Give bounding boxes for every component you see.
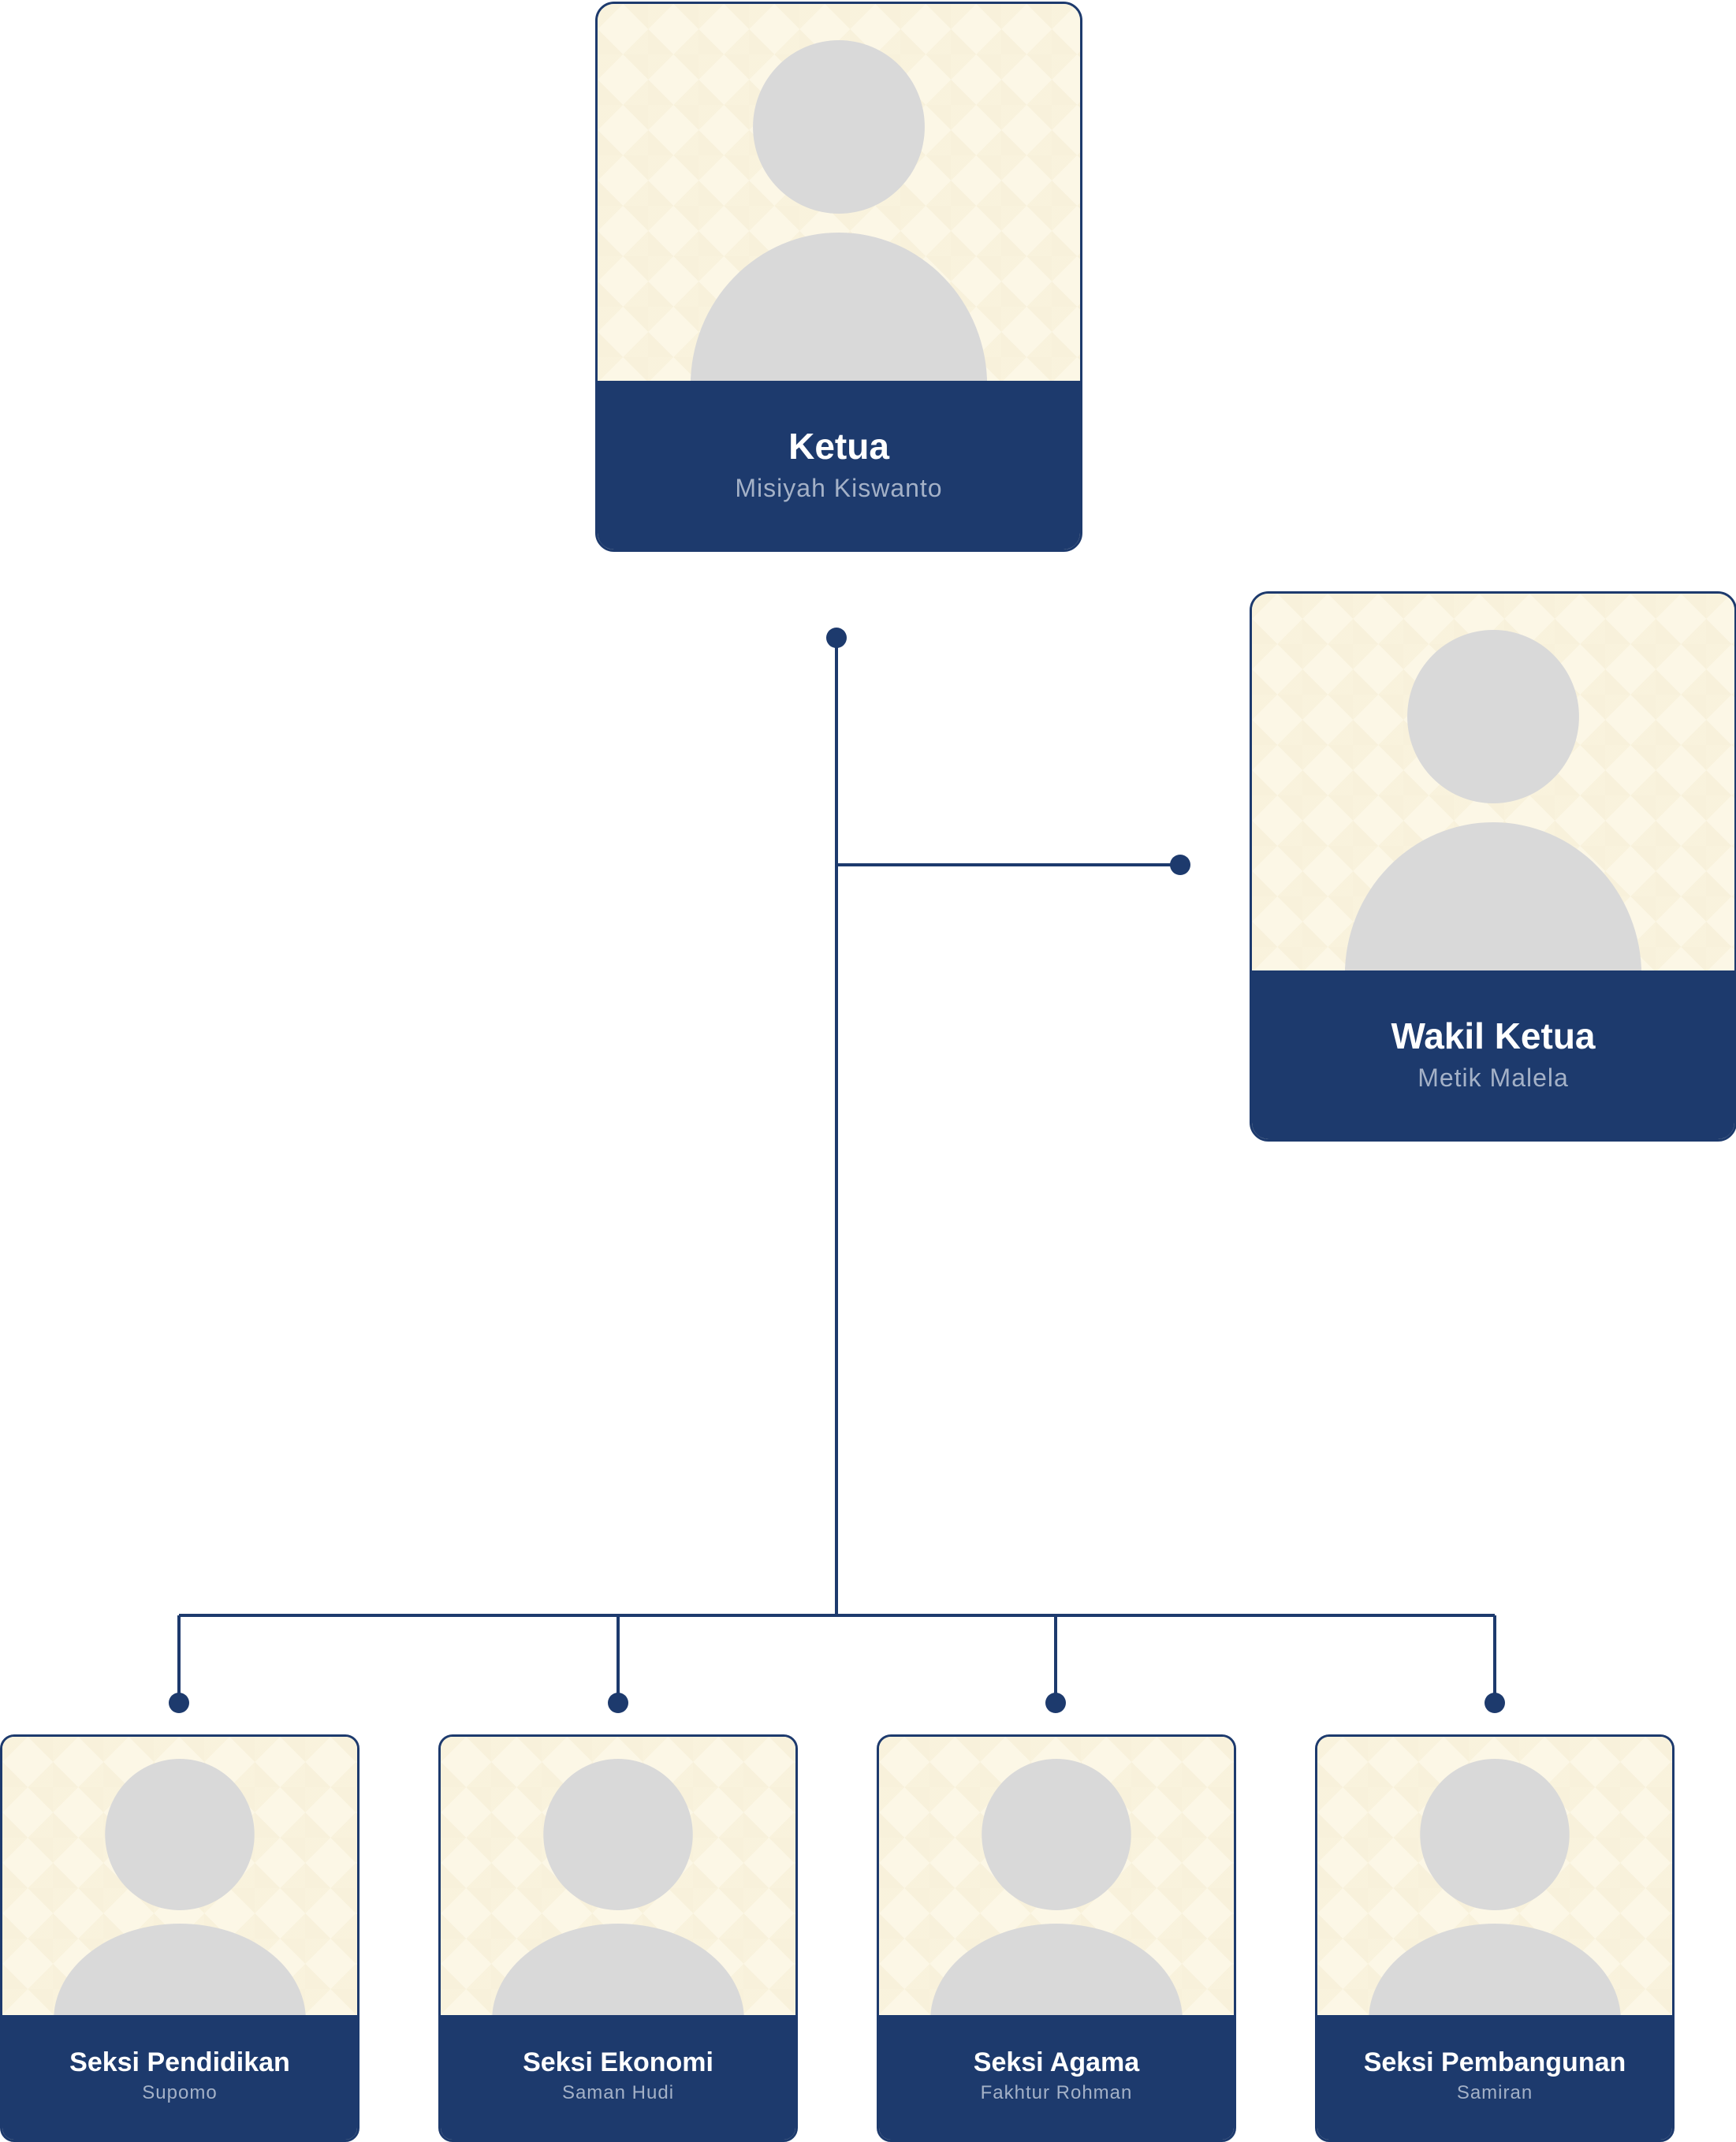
connector-dot-seksi-1	[169, 1693, 189, 1713]
member-role: Ketua	[788, 426, 889, 467]
member-name: Samiran	[1456, 2082, 1533, 2103]
member-info: Seksi Ekonomi Saman Hudi	[441, 2015, 795, 2140]
connector-dot-seksi-3	[1045, 1693, 1066, 1713]
member-info: Seksi Pendidikan Supomo	[2, 2015, 357, 2140]
member-info: Wakil Ketua Metik Malela	[1252, 970, 1734, 1139]
member-role: Wakil Ketua	[1391, 1015, 1596, 1056]
connector-dot-seksi-2	[608, 1693, 628, 1713]
connector-dot-wakil	[1170, 855, 1190, 875]
member-photo	[1252, 594, 1734, 975]
person-placeholder-icon	[690, 40, 988, 386]
member-photo	[879, 1737, 1234, 2020]
member-name: Metik Malela	[1417, 1064, 1569, 1092]
member-info: Ketua Misiyah Kiswanto	[598, 381, 1080, 549]
member-role: Seksi Ekonomi	[523, 2047, 713, 2077]
member-role: Seksi Pembangunan	[1363, 2047, 1626, 2077]
member-name: Supomo	[142, 2082, 218, 2103]
member-card-seksi-pendidikan: Seksi Pendidikan Supomo	[0, 1734, 359, 2142]
person-placeholder-icon	[1344, 630, 1642, 975]
member-card-seksi-ekonomi: Seksi Ekonomi Saman Hudi	[438, 1734, 798, 2142]
member-photo	[598, 4, 1080, 386]
member-photo	[1317, 1737, 1672, 2020]
member-photo	[2, 1737, 357, 2020]
member-card-ketua: Ketua Misiyah Kiswanto	[595, 2, 1082, 552]
member-card-wakil-ketua: Wakil Ketua Metik Malela	[1250, 591, 1736, 1142]
person-placeholder-icon	[930, 1759, 1183, 2020]
person-placeholder-icon	[54, 1759, 306, 2020]
connector-dot-ketua	[826, 628, 847, 648]
member-role: Seksi Pendidikan	[69, 2047, 290, 2077]
member-info: Seksi Pembangunan Samiran	[1317, 2015, 1672, 2140]
person-placeholder-icon	[1369, 1759, 1621, 2020]
member-card-seksi-pembangunan: Seksi Pembangunan Samiran	[1315, 1734, 1675, 2142]
member-name: Fakhtur Rohman	[980, 2082, 1133, 2103]
member-role: Seksi Agama	[973, 2047, 1140, 2077]
member-card-seksi-agama: Seksi Agama Fakhtur Rohman	[877, 1734, 1236, 2142]
member-name: Misiyah Kiswanto	[735, 474, 943, 502]
person-placeholder-icon	[492, 1759, 744, 2020]
connector-dot-seksi-4	[1485, 1693, 1505, 1713]
member-photo	[441, 1737, 795, 2020]
member-name: Saman Hudi	[561, 2082, 675, 2103]
member-info: Seksi Agama Fakhtur Rohman	[879, 2015, 1234, 2140]
